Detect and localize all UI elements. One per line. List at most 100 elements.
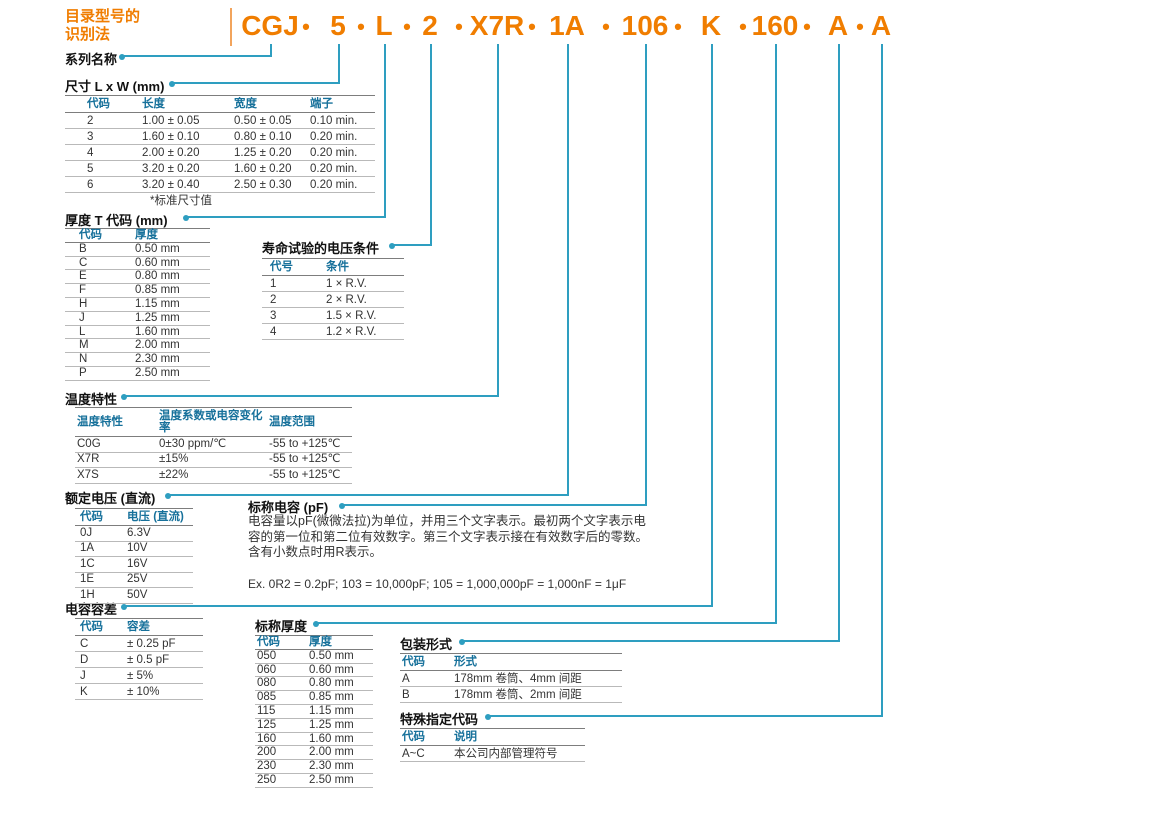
column-header: 代码 xyxy=(80,511,103,523)
table-cell: ±15% xyxy=(159,453,189,465)
pn-segment-packaging: A xyxy=(827,10,849,41)
table-cell: 4 xyxy=(87,146,94,159)
table-cell: X7R xyxy=(77,453,100,465)
connector-nominal-thickness-v xyxy=(775,44,777,624)
table-cell: A xyxy=(402,672,410,685)
connector-thickness-code-v xyxy=(384,44,386,218)
table-cell: 1 xyxy=(270,277,277,290)
kicker-line-2: 识别法 xyxy=(65,26,111,43)
section-title-capacitance: 标称电容 (pF) xyxy=(248,500,329,515)
connector-nominal-thickness-h xyxy=(316,622,775,624)
section-title-tolerance: 电容容差 xyxy=(65,602,118,617)
connector-capacitance-h xyxy=(342,504,645,506)
table-cell: A~C xyxy=(402,747,425,760)
table-cell: ± 0.25 pF xyxy=(127,637,176,650)
table-cell: J xyxy=(80,669,86,682)
connector-rated-voltage-dot xyxy=(165,492,171,499)
column-header: 宽度 xyxy=(234,98,257,110)
connector-tolerance-h xyxy=(124,605,711,607)
table-cell: 0.85 mm xyxy=(135,284,180,297)
table-cell: 1.25 ± 0.20 xyxy=(234,146,292,159)
connector-packaging-v xyxy=(838,44,840,642)
section-title-rated-voltage: 额定电压 (直流) xyxy=(65,491,156,506)
header-row: 代码厚度 xyxy=(255,635,373,650)
connector-temperature-dot xyxy=(121,393,127,400)
pn-separator: • xyxy=(602,14,610,39)
table-cell: 6 xyxy=(87,178,94,191)
table-cell: D xyxy=(80,653,89,666)
table-row: B 178mm 卷筒、2mm 间距 xyxy=(400,687,622,703)
pn-separator: • xyxy=(455,14,463,39)
connector-life-test-v xyxy=(430,44,432,246)
table-cell: M xyxy=(79,339,89,352)
table-cell: 2 xyxy=(87,114,94,127)
table-cell: 2.30 mm xyxy=(135,353,180,366)
table-cell: 2.00 ± 0.20 xyxy=(142,146,200,159)
connector-capacitance-v xyxy=(645,44,647,506)
column-header: 代码 xyxy=(79,229,102,241)
connector-series-dot xyxy=(119,53,125,60)
table-row: X7R±15%-55 to +125℃ xyxy=(75,452,352,468)
connector-size-dot xyxy=(169,80,175,87)
table-cell: 1.25 mm xyxy=(135,311,180,324)
table-cell: 125 xyxy=(257,718,277,731)
pn-segment-nominal-thickness: 160 xyxy=(751,10,799,41)
connector-thickness-code-h xyxy=(186,216,384,218)
table-cell: B xyxy=(79,242,87,255)
table-cell: ± 0.5 pF xyxy=(127,653,170,666)
column-header: 容差 xyxy=(127,621,150,633)
header-row: 代码说明 xyxy=(400,728,585,746)
table-cell: 0.20 min. xyxy=(310,162,358,175)
table-cell: 085 xyxy=(257,691,277,704)
table-cell: 3.20 ± 0.20 xyxy=(142,162,200,175)
table-cell: 2.50 ± 0.30 xyxy=(234,178,292,191)
table-cell: 0.80 mm xyxy=(135,270,180,283)
table-cell: ± 10% xyxy=(127,685,160,698)
connector-capacitance-dot xyxy=(339,502,345,509)
connector-size-h xyxy=(172,82,338,84)
table-cell: 060 xyxy=(257,663,277,676)
column-header: 代码 xyxy=(80,621,103,633)
table-cell: 1.25 mm xyxy=(309,718,354,731)
pn-segment-capacitance: 106 xyxy=(621,10,669,41)
pn-separator: • xyxy=(528,14,536,39)
table-cell: 1.5 × R.V. xyxy=(326,309,377,322)
table-cell: 1.60 ± 0.10 xyxy=(142,130,200,143)
table-cell: ± 5% xyxy=(127,669,154,682)
table-cell: C xyxy=(79,256,88,269)
size-footnote: *标准尺寸值 xyxy=(150,195,212,207)
connector-series-v xyxy=(270,44,272,57)
header-row: 代码形式 xyxy=(400,653,622,671)
column-header: 电压 (直流) xyxy=(127,511,184,523)
table-cell: B xyxy=(402,688,410,701)
table-cell: 1.60 ± 0.20 xyxy=(234,162,292,175)
connector-rated-voltage-h xyxy=(168,494,567,496)
pn-segment-size: 5 xyxy=(330,10,346,41)
table-cell: 10V xyxy=(127,542,148,554)
table-cell: 178mm 卷筒、2mm 间距 xyxy=(454,688,582,701)
table-cell: -55 to +125℃ xyxy=(269,468,341,481)
capacitance-example: Ex. 0R2 = 0.2pF; 103 = 10,000pF; 105 = 1… xyxy=(248,577,627,591)
table-cell: L xyxy=(79,325,86,338)
pn-separator: • xyxy=(403,14,411,39)
header-row: 代码 电压 (直流) xyxy=(75,508,193,526)
table-cell: 4 xyxy=(270,325,277,338)
column-header: 温度特性 xyxy=(77,416,123,428)
